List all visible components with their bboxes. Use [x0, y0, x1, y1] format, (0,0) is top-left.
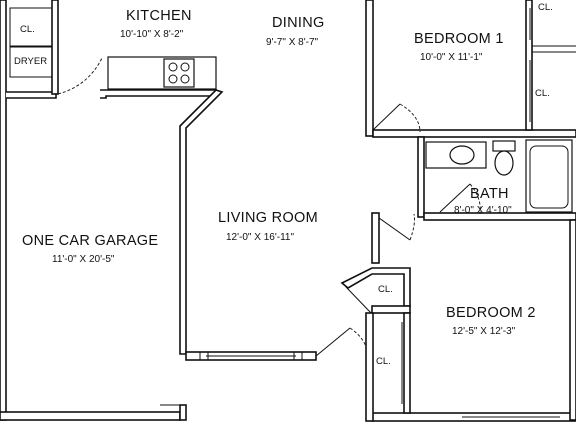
door-arc-bedroom1 — [399, 103, 421, 133]
kitchen-range — [163, 58, 195, 88]
wall-bedroom2-right — [569, 219, 576, 421]
closet-label-top-left: CL. — [20, 24, 35, 35]
entry-door-leaf — [315, 327, 351, 357]
door-arc-garage — [57, 57, 103, 95]
bedroom2-dims: 12'-5" X 12'-3" — [452, 326, 516, 337]
wall-closet-diag — [340, 267, 411, 307]
wall-garage-right-lower — [179, 404, 187, 421]
burner-icon — [168, 62, 178, 72]
wall-bottom-garage — [0, 411, 181, 421]
wall-bedroom1-left — [365, 0, 374, 137]
garage-name: ONE CAR GARAGE — [22, 233, 158, 249]
wall-closet1-left — [525, 0, 533, 131]
wall-garage-top — [6, 91, 57, 99]
bedroom1-door-leaf — [372, 103, 401, 131]
wall-bedroom2-left-upper — [371, 212, 380, 264]
bath-dims: 8'-0" X 4'-10" — [454, 205, 512, 216]
kitchen-name: KITCHEN — [126, 8, 192, 24]
door-arc-bedroom2 — [409, 213, 415, 241]
burner-icon — [180, 74, 190, 84]
toilet-bowl-icon — [494, 150, 514, 176]
bathtub-inner — [529, 145, 569, 209]
bedroom1-name: BEDROOM 1 — [414, 31, 504, 47]
wall-bath-bottom — [423, 212, 576, 221]
bedroom1-dims: 10'-0" X 11'-1" — [420, 52, 483, 63]
closet-diag-door — [345, 286, 373, 315]
bath-vanity — [425, 141, 487, 169]
dining-dims: 9'-7" X 8'-7" — [266, 37, 319, 48]
wall-left — [0, 0, 7, 421]
dining-name: DINING — [272, 15, 325, 31]
closet-label-lower: CL. — [376, 356, 391, 367]
dryer-label: DRYER — [14, 56, 47, 67]
living-name: LIVING ROOM — [218, 210, 318, 226]
door-arc-bath — [469, 183, 481, 215]
toilet-tank — [492, 140, 516, 152]
bedroom2-door-leaf — [378, 217, 411, 241]
kitchen-dims: 10'-10" X 8'-2" — [120, 29, 184, 40]
sink-icon — [449, 145, 475, 165]
closet-label-bedroom1-bottom: CL. — [535, 88, 550, 99]
closet-label-bedroom1-top: CL. — [538, 2, 553, 13]
living-dims: 12'-0" X 16'-11" — [226, 232, 294, 243]
bathtub — [525, 139, 573, 213]
burner-icon — [180, 62, 190, 72]
wall-closet3-right — [403, 312, 411, 414]
bath-name: BATH — [470, 186, 509, 202]
garage-dims: 11'-0" X 20'-5" — [52, 254, 115, 265]
wall-dryer-right — [51, 0, 59, 95]
bath-door-leaf — [439, 183, 471, 213]
window-frame-right — [293, 351, 303, 361]
wall-kitchen-bottom — [100, 89, 217, 99]
wall-bedroom1-bottom — [372, 129, 576, 138]
kitchen-counter — [107, 56, 217, 90]
closet-label-diag: CL. — [378, 284, 393, 295]
wall-closet2-bottom — [371, 305, 411, 314]
bedroom2-name: BEDROOM 2 — [446, 305, 536, 321]
wall-bedroom2-left-lower — [365, 312, 374, 422]
wall-garage-living — [179, 89, 224, 355]
burner-icon — [168, 74, 178, 84]
window-frame-left — [199, 351, 209, 361]
wall-bath-left — [417, 136, 425, 218]
